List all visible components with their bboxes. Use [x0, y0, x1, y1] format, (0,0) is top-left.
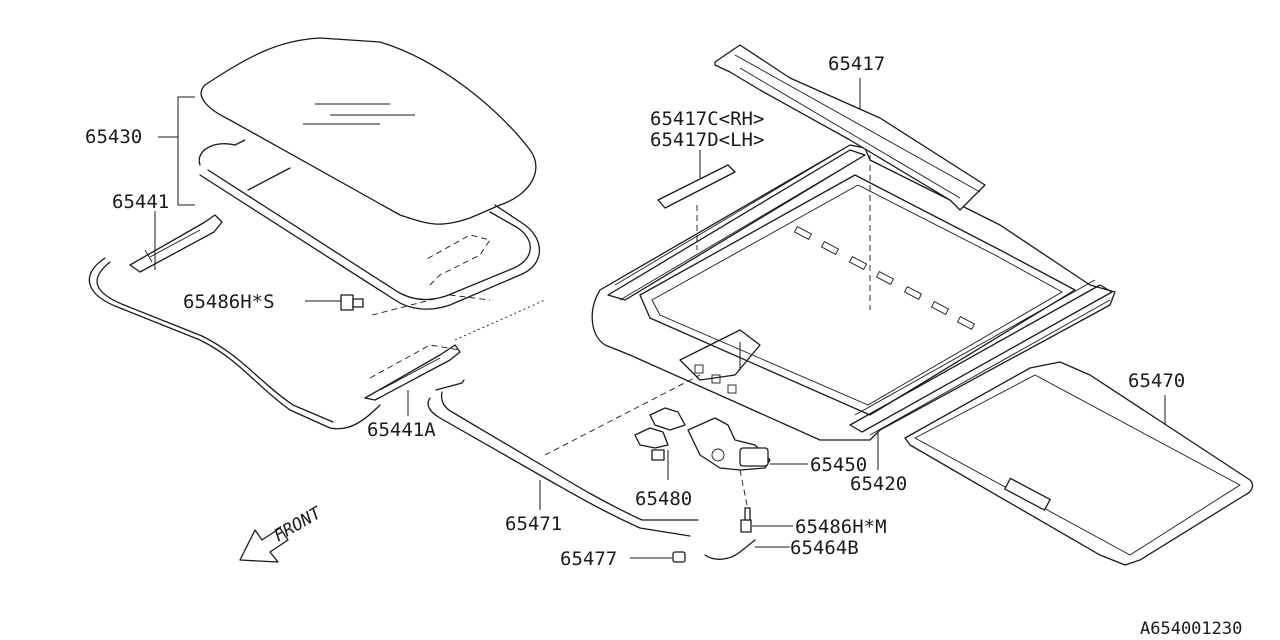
- clip-65477: [672, 551, 686, 563]
- frame-slots: [793, 225, 976, 331]
- seal-65471: [427, 374, 701, 537]
- label-65417: 65417: [828, 53, 885, 75]
- bolt-65486hm: [740, 507, 752, 533]
- motor-65450: [687, 417, 771, 511]
- label-65430: 65430: [85, 126, 142, 148]
- label-65420: 65420: [850, 473, 907, 495]
- leader-lines: [154, 211, 879, 559]
- sunshade-65470: [904, 361, 1254, 566]
- label-65441a: 65441A: [367, 419, 436, 441]
- guide-65441a: [364, 299, 546, 401]
- cable-65464b: [704, 539, 756, 560]
- glass-seal-frame: [198, 139, 541, 316]
- figure-code: A654001230: [1140, 619, 1242, 639]
- label-65450: 65450: [810, 454, 867, 476]
- drain-cable: [88, 257, 381, 430]
- label-65417d: 65417D<LH>: [650, 129, 764, 151]
- label-65480: 65480: [635, 488, 692, 510]
- label-65417c: 65417C<RH>: [650, 108, 764, 130]
- label-65477: 65477: [560, 548, 617, 570]
- label-65486hs: 65486H*S: [183, 291, 275, 313]
- label-65470: 65470: [1128, 370, 1185, 392]
- label-65471: 65471: [505, 513, 562, 535]
- glass-bracket: [158, 96, 195, 206]
- label-65441: 65441: [112, 191, 169, 213]
- strip-65417cd: [657, 150, 736, 209]
- deflector-65417: [714, 44, 986, 211]
- label-65464b: 65464B: [790, 537, 859, 559]
- label-65486hm: 65486H*M: [795, 516, 887, 538]
- sunroof-frame: [591, 144, 1116, 441]
- guide-65441: [129, 214, 223, 273]
- bolt-65486hs: [340, 294, 364, 311]
- front-arrow-icon: [239, 527, 289, 563]
- glass-panel: [200, 37, 537, 225]
- label-front: FRONT: [271, 503, 327, 547]
- switch-65480: [634, 407, 686, 480]
